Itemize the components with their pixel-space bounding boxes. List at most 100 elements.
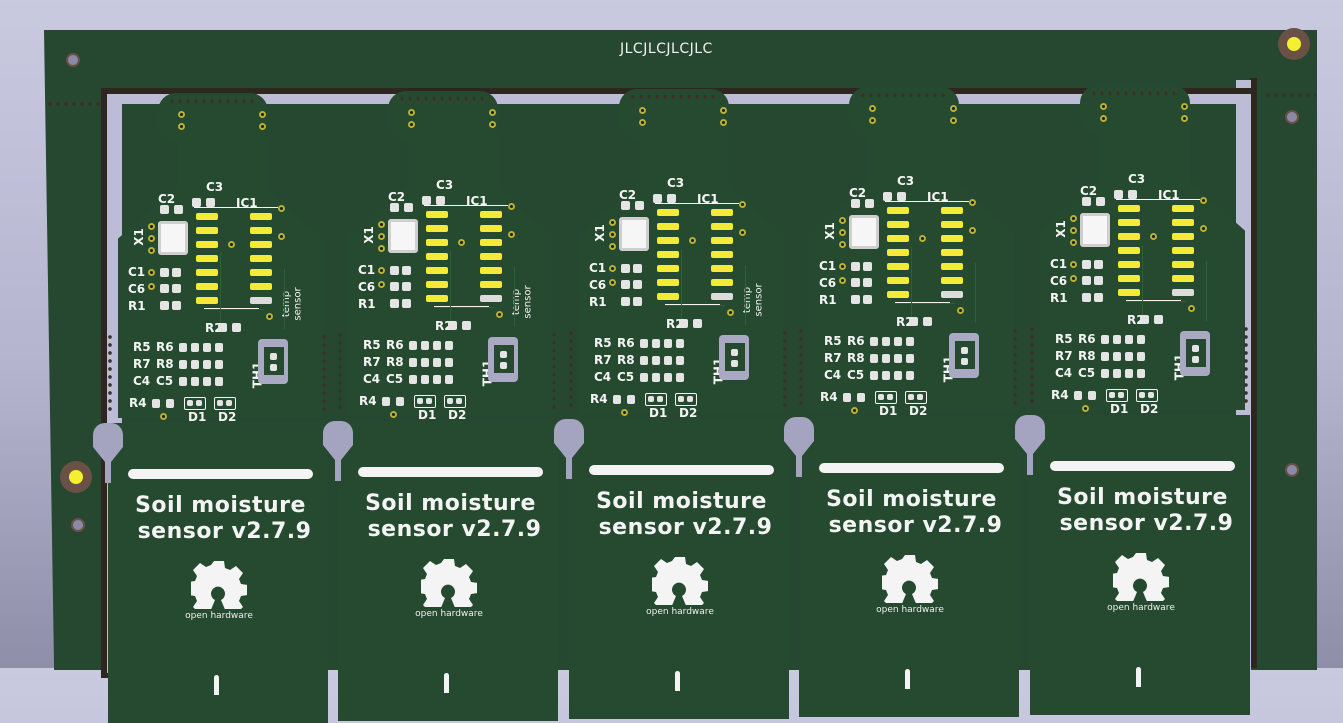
board-neck [178,133,268,193]
pad [894,337,902,346]
pad [1128,190,1137,199]
via [1188,305,1195,312]
via [259,111,266,118]
trace [1142,245,1173,315]
via [739,229,746,236]
ic1-pad [1172,247,1194,254]
pad [179,360,187,369]
pad [870,337,878,346]
ic1-pad [250,283,272,290]
ic1-pad [250,255,272,262]
pad [863,295,872,304]
ref-R4: R4 [1051,388,1069,402]
pad [1101,369,1109,378]
pad [645,393,667,406]
ref-IC1: IC1 [466,194,488,208]
pad [232,323,241,332]
ref-R7: R7 [594,353,612,367]
ref-C6: C6 [1050,274,1068,288]
ic1-pad [657,279,679,286]
ic1-pad [196,213,218,220]
ref-R6: R6 [1078,332,1096,346]
pad [160,301,169,310]
pad [923,317,932,326]
via [839,277,846,284]
ic1-outline [434,306,489,307]
ic1-outline [655,203,739,204]
ref-R7: R7 [133,357,151,371]
pad [172,284,181,293]
via [950,105,957,112]
via [639,119,646,126]
ref-C3: C3 [667,176,685,190]
pad [1192,356,1199,363]
ic1-pad [426,225,448,232]
crystal-X1 [388,219,418,253]
ref-C6: C6 [128,282,146,296]
pad [882,354,890,363]
ref-C5: C5 [386,372,404,386]
via [1070,227,1077,234]
ref-C1: C1 [358,263,376,277]
crystal-X1 [619,217,649,251]
ref-C2: C2 [849,186,867,200]
ic1-pad [196,297,218,304]
via [178,123,185,130]
via [458,239,465,246]
trace [681,249,712,319]
ref-D1: D1 [1110,402,1129,416]
pad [414,395,436,408]
th1-island [1186,339,1206,367]
pad [905,391,927,404]
pad [863,262,872,271]
open-hardware-gear-icon [188,559,248,614]
sensor-board-5: C2 C3 IC1 X1 C1 C6 R1 R2 R5 R6 R7 R8 C4 … [1015,85,1260,715]
ref-C5: C5 [617,370,635,384]
ic1-pad [887,207,909,214]
pad [894,371,902,380]
tooling-hole-top-left [66,53,80,67]
ic1-pad [887,221,909,228]
rail-text: JLCJLCJLCJLC [620,41,713,57]
via [919,235,926,242]
trace [895,303,955,305]
ref-D2: D2 [448,408,467,422]
via [609,279,616,286]
pad [270,353,277,360]
pad [1101,352,1109,361]
via [278,233,285,240]
mouse-bites [1244,325,1248,405]
pad [1113,352,1121,361]
via [1181,103,1188,110]
ref-R4: R4 [820,390,838,404]
pad [1140,315,1149,324]
ic1-pad [1172,219,1194,226]
pad [1094,276,1103,285]
pad [676,339,684,348]
ref-R1: R1 [128,299,146,313]
via [720,107,727,114]
probe-trace-start [905,669,910,689]
ic1-pad [426,239,448,246]
ref-D2: D2 [679,406,698,420]
board-title-line2: sensor v2.7.9 [828,513,1003,538]
crystal-X1 [849,215,879,249]
ic1-pad-pin1 [480,295,502,302]
ic1-outline [885,201,969,202]
ref-R5: R5 [133,340,151,354]
via [148,247,155,254]
pad [191,377,199,386]
via [408,109,415,116]
pad [613,395,621,404]
pad [1082,197,1091,206]
pad [417,398,423,404]
via [1200,225,1207,232]
pad [166,399,174,408]
ref-R5: R5 [824,334,842,348]
via [609,231,616,238]
via [1070,275,1077,282]
pad [422,196,431,205]
ic1-pad [426,253,448,260]
ic1-pad [480,225,502,232]
